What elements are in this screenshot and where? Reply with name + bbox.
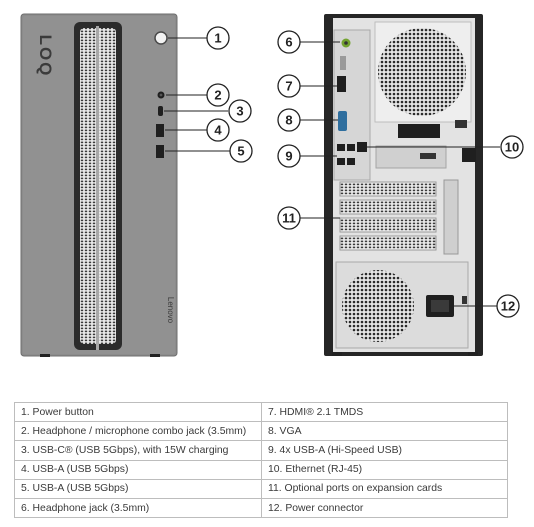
legend-cell: 3. USB-C® (USB 5Gbps), with 15W charging bbox=[14, 440, 262, 461]
callout-8: 8 bbox=[277, 108, 301, 132]
legend-cell: 7. HDMI® 2.1 TMDS bbox=[261, 401, 508, 423]
svg-text:11: 11 bbox=[282, 211, 296, 226]
table-row: 5. USB-A (USB 5Gbps) 11. Optional ports … bbox=[14, 478, 508, 499]
legend-cell: 6. Headphone jack (3.5mm) bbox=[14, 497, 262, 519]
svg-text:8: 8 bbox=[285, 113, 292, 128]
table-row: 1. Power button 7. HDMI® 2.1 TMDS bbox=[14, 401, 508, 423]
legend-cell: 12. Power connector bbox=[261, 497, 508, 519]
legend-cell: 11. Optional ports on expansion cards bbox=[261, 478, 508, 499]
rear-top-fan bbox=[374, 21, 472, 123]
svg-text:2: 2 bbox=[214, 88, 221, 103]
callout-5: 5 bbox=[229, 139, 253, 163]
svg-text:6: 6 bbox=[285, 35, 292, 50]
callout-12: 12 bbox=[496, 294, 520, 318]
pc-rear-view bbox=[324, 14, 483, 356]
pc-ports-diagram: LOQ Lenovo bbox=[20, 13, 524, 357]
rear-usb-a-ports[interactable] bbox=[337, 144, 355, 165]
legend-cell: 4. USB-A (USB 5Gbps) bbox=[14, 459, 262, 480]
callout-1: 1 bbox=[206, 26, 230, 50]
front-lenovo-logo: Lenovo bbox=[166, 297, 175, 324]
front-combo-audio-jack[interactable] bbox=[157, 91, 165, 99]
rear-headphone-jack[interactable] bbox=[341, 38, 351, 48]
legend-cell: 8. VGA bbox=[261, 421, 508, 442]
rear-hdmi-port[interactable] bbox=[337, 76, 346, 92]
legend-cell: 5. USB-A (USB 5Gbps) bbox=[14, 478, 262, 499]
table-row: 6. Headphone jack (3.5mm) 12. Power conn… bbox=[14, 497, 508, 519]
rear-expansion-slots bbox=[339, 179, 459, 255]
legend-cell: 10. Ethernet (RJ-45) bbox=[261, 459, 508, 480]
front-usb-a-port-1[interactable] bbox=[156, 124, 164, 137]
legend-cell: 1. Power button bbox=[14, 401, 262, 423]
callout-6: 6 bbox=[277, 30, 301, 54]
callout-11: 11 bbox=[277, 206, 301, 230]
table-row: 4. USB-A (USB 5Gbps) 10. Ethernet (RJ-45… bbox=[14, 459, 508, 480]
svg-text:1: 1 bbox=[214, 31, 221, 46]
svg-text:3: 3 bbox=[236, 104, 243, 119]
rear-vga-port[interactable] bbox=[338, 111, 347, 131]
legend-cell: 2. Headphone / microphone combo jack (3.… bbox=[14, 421, 262, 442]
table-row: 3. USB-C® (USB 5Gbps), with 15W charging… bbox=[14, 440, 508, 461]
ports-legend-table: 1. Power button 7. HDMI® 2.1 TMDS 2. Hea… bbox=[14, 401, 508, 519]
callout-2: 2 bbox=[206, 83, 230, 107]
rear-io-panel bbox=[333, 29, 371, 181]
power-button[interactable] bbox=[154, 31, 168, 45]
callout-9: 9 bbox=[277, 144, 301, 168]
rear-power-supply bbox=[335, 261, 469, 349]
legend-cell: 9. 4x USB-A (Hi-Speed USB) bbox=[261, 440, 508, 461]
svg-text:10: 10 bbox=[505, 140, 519, 155]
svg-text:12: 12 bbox=[501, 299, 515, 314]
callout-10: 10 bbox=[500, 135, 524, 159]
callout-4: 4 bbox=[206, 118, 230, 142]
svg-text:7: 7 bbox=[285, 79, 292, 94]
svg-text:5: 5 bbox=[237, 144, 244, 159]
table-row: 2. Headphone / microphone combo jack (3.… bbox=[14, 421, 508, 442]
front-vent-strip bbox=[74, 22, 122, 350]
leader-lines bbox=[164, 37, 500, 307]
brand-logo: LOQ bbox=[36, 35, 55, 78]
front-usb-a-port-2[interactable] bbox=[156, 145, 164, 158]
svg-text:4: 4 bbox=[214, 123, 222, 138]
callout-3: 3 bbox=[228, 99, 252, 123]
callout-7: 7 bbox=[277, 74, 301, 98]
front-usb-c-port[interactable] bbox=[158, 106, 163, 116]
rear-ethernet-port[interactable] bbox=[357, 142, 367, 152]
pc-front-view: LOQ Lenovo bbox=[20, 13, 178, 357]
svg-text:9: 9 bbox=[285, 149, 292, 164]
